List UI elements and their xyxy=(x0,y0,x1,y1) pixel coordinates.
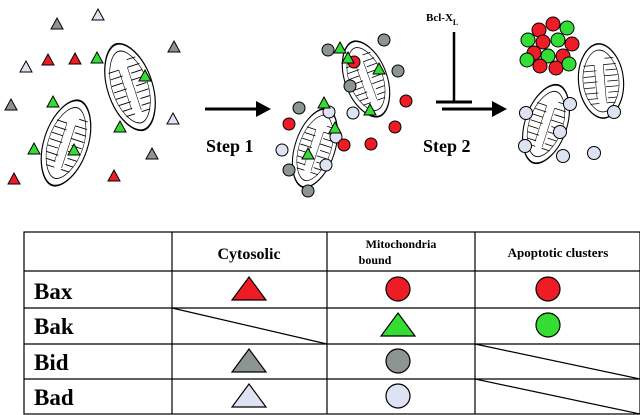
bax-cytosolic-triangle xyxy=(230,275,268,301)
bcl-xl-inhibition-bar xyxy=(436,32,472,104)
bak-cluster-circle xyxy=(519,52,535,68)
bak-triangle xyxy=(27,141,41,155)
bak-triangle xyxy=(301,146,315,160)
bid-circle xyxy=(282,163,296,177)
bak-apoptotic-cluster-circle xyxy=(535,312,561,338)
cytosolic-particles xyxy=(4,7,181,185)
mitochondria-bound-cluster xyxy=(275,33,413,198)
bad-circle xyxy=(563,97,577,111)
bax-triangle xyxy=(68,51,82,65)
mitochondrion-lower-left xyxy=(30,93,102,193)
bak-triangle xyxy=(67,142,81,156)
bax-mitochondria-bound-circle xyxy=(385,276,411,302)
step-2-label: Step 2 xyxy=(423,136,471,156)
bak-cluster-circle xyxy=(561,56,577,72)
bad-circle xyxy=(346,106,360,120)
bax-cluster-circle xyxy=(564,36,580,52)
bak-triangle xyxy=(317,95,331,109)
bax-circle xyxy=(388,120,402,134)
row-label-bid: Bid xyxy=(34,350,69,375)
mitochondrion-bottom-left xyxy=(282,102,348,194)
row-label-bad: Bad xyxy=(34,385,74,410)
bak-triangle xyxy=(138,68,152,82)
bax-circle xyxy=(282,117,296,131)
apoptotic-cluster-state xyxy=(512,16,628,171)
bid-circle xyxy=(321,43,335,57)
bid-circle xyxy=(343,79,357,93)
bad-circle xyxy=(553,125,567,139)
bax-cluster-circle xyxy=(535,34,551,50)
bax-triangle xyxy=(107,168,121,182)
step-1-label: Step 1 xyxy=(206,136,254,156)
bad-triangle xyxy=(166,111,180,125)
bak-mitochondria-bound-triangle xyxy=(379,311,417,337)
bad-circle xyxy=(275,143,289,157)
bak-cluster-circle xyxy=(540,48,556,64)
step-2-arrow xyxy=(442,101,507,117)
bad-circle xyxy=(556,149,570,163)
bid-triangle xyxy=(145,146,159,160)
initial-state-cluster xyxy=(4,7,181,193)
bak-cluster-circle xyxy=(550,32,566,48)
bax-triangle xyxy=(41,52,55,66)
bak-triangle xyxy=(90,50,104,64)
bid-circle xyxy=(292,101,306,115)
bound-particles xyxy=(275,33,413,198)
bad-mitochondria-bound-circle xyxy=(385,383,411,409)
bax-circle xyxy=(364,137,378,151)
column-header-apoptotic-clusters: Apoptotic clusters xyxy=(508,245,609,260)
row-label-bak: Bak xyxy=(34,314,74,339)
bax-circle xyxy=(337,138,351,152)
bad-cytosolic-triangle xyxy=(230,382,268,408)
bad-circle xyxy=(519,106,533,120)
bax-apoptotic-cluster-circle xyxy=(535,276,561,302)
bax-triangle xyxy=(7,171,21,185)
bak-triangle xyxy=(328,120,342,134)
bax-cluster-circle xyxy=(532,58,548,74)
bid-mitochondria-bound-circle xyxy=(385,348,411,374)
bid-circle xyxy=(377,33,391,47)
bax-cluster-circle xyxy=(545,16,561,32)
bak-triangle xyxy=(372,61,386,75)
bak-cluster-circle xyxy=(520,32,536,48)
bad-triangle xyxy=(91,7,105,21)
row-label-bax: Bax xyxy=(34,279,73,304)
summary-table: Cytosolic Mitochondria bound Apoptotic c… xyxy=(23,231,640,415)
mitochondrion-upper-left xyxy=(93,36,167,138)
bid-triangle xyxy=(167,39,181,53)
bad-circle xyxy=(587,146,601,160)
bak-triangle xyxy=(113,119,127,133)
table-gridlines xyxy=(23,231,640,415)
apoptotic-cluster-particles xyxy=(518,16,621,163)
column-header-mitochondria-bound-line2: bound xyxy=(359,253,392,267)
bad-circle xyxy=(319,158,333,172)
bad-circle xyxy=(607,105,621,119)
bak-triangle xyxy=(363,102,377,116)
bid-circle xyxy=(301,184,315,198)
column-header-cytosolic: Cytosolic xyxy=(217,246,280,263)
bak-triangle xyxy=(341,50,355,64)
bax-cluster-circle xyxy=(548,60,564,76)
bid-triangle xyxy=(4,97,18,111)
bad-triangle xyxy=(19,59,33,73)
bad-circle xyxy=(518,139,532,153)
step-1-arrow xyxy=(205,101,271,117)
bid-cytosolic-triangle xyxy=(230,347,268,373)
bid-triangle xyxy=(50,16,64,30)
bax-circle xyxy=(399,94,413,108)
bak-cluster-circle xyxy=(559,20,575,36)
bcl-xl-label: Bcl-XL xyxy=(426,12,458,27)
bak-triangle xyxy=(46,94,60,108)
bid-circle xyxy=(391,64,405,78)
bak-triangle xyxy=(333,40,347,54)
column-header-mitochondria-bound: Mitochondria xyxy=(366,237,437,251)
